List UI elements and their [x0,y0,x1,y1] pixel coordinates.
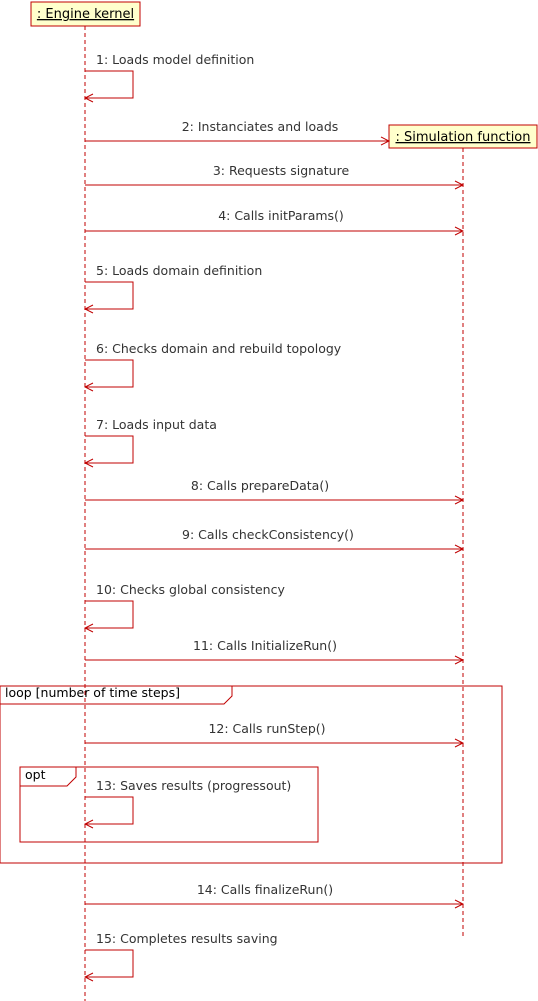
message-6[interactable]: 6: Checks domain and rebuild topology [85,341,342,387]
message-15[interactable]: 15: Completes results saving [85,931,278,977]
message-4-label: 4: Calls initParams() [218,208,344,223]
message-7[interactable]: 7: Loads input data [85,417,217,463]
message-12-label: 12: Calls runStep() [208,721,325,736]
fragment-opt-label: opt [25,767,46,782]
message-13[interactable]: 13: Saves results (progressout) [85,778,291,824]
message-8-label: 8: Calls prepareData() [191,478,329,493]
message-1-label: 1: Loads model definition [96,52,254,67]
message-3-label: 3: Requests signature [213,163,350,178]
participant-engine[interactable]: : Engine kernel [30,1,141,27]
message-14-label: 14: Calls finalizeRun() [197,882,333,897]
message-2-label: 2: Instanciates and loads [182,119,339,134]
message-9[interactable]: 9: Calls checkConsistency() [85,527,463,549]
fragment-loop-label: loop [number of time steps] [5,685,180,700]
message-11[interactable]: 11: Calls InitializeRun() [85,638,463,660]
fragment-opt: opt [19,766,319,843]
message-15-label: 15: Completes results saving [96,931,278,946]
participant-sim[interactable]: : Simulation function [388,124,538,149]
participant-engine-label: : Engine kernel [37,7,134,22]
message-3[interactable]: 3: Requests signature [85,163,463,185]
message-5-label: 5: Loads domain definition [96,263,262,278]
message-13-label: 13: Saves results (progressout) [96,778,291,793]
message-12[interactable]: 12: Calls runStep() [85,721,463,743]
message-7-label: 7: Loads input data [96,417,217,432]
fragment-loop: loop [number of time steps] [0,685,503,864]
message-10[interactable]: 10: Checks global consistency [85,582,285,628]
message-14[interactable]: 14: Calls finalizeRun() [85,882,463,904]
message-11-label: 11: Calls InitializeRun() [193,638,337,653]
participant-sim-label: : Simulation function [396,130,531,145]
message-5[interactable]: 5: Loads domain definition [85,263,262,309]
message-6-label: 6: Checks domain and rebuild topology [96,341,342,356]
message-8[interactable]: 8: Calls prepareData() [85,478,463,500]
message-2[interactable]: 2: Instanciates and loads [85,119,389,141]
message-9-label: 9: Calls checkConsistency() [182,527,354,542]
message-4[interactable]: 4: Calls initParams() [85,208,463,231]
message-10-label: 10: Checks global consistency [96,582,285,597]
message-1[interactable]: 1: Loads model definition [85,52,254,98]
